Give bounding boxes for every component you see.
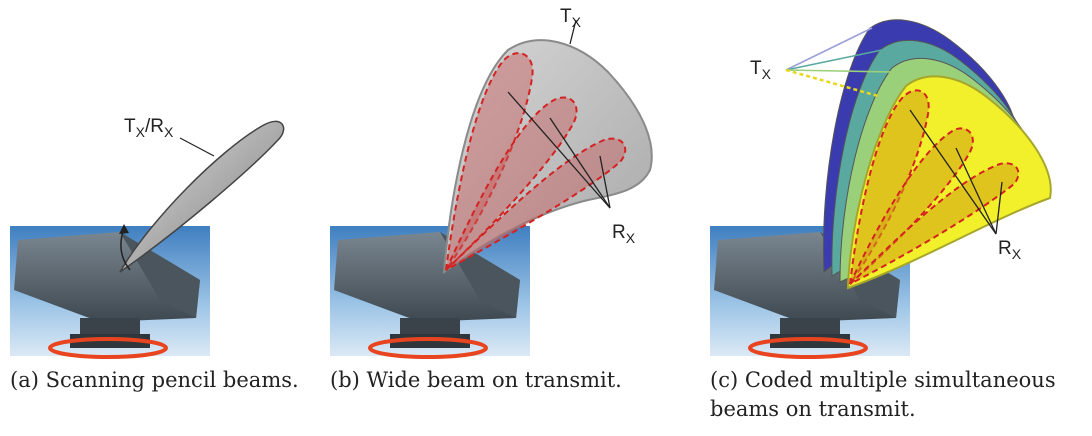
pencil-beam	[119, 120, 285, 273]
panel-b-illustration	[330, 19, 653, 359]
panel-c-coded-multiple-beams: TX RX (c) Coded multiple simultaneous be…	[700, 0, 1092, 436]
panel-b-wide-beam-transmit: TX RX (b) Wide beam on transmit.	[318, 0, 698, 436]
tx-rx-label: TX/RX	[124, 116, 174, 140]
panel-c-illustration	[710, 19, 1052, 359]
receive-beams	[445, 52, 627, 271]
caption-c: (c) Coded multiple simultaneous beams on…	[710, 368, 1056, 421]
rotation-ring	[748, 337, 868, 359]
rx-label: RX	[998, 238, 1022, 262]
rotation-ring	[368, 337, 488, 359]
wide-transmit-beam	[442, 39, 653, 275]
tx-label: TX	[750, 58, 771, 82]
panel-a-scanning-pencil-beams: TX/RX (a) Scanning pencil beams.	[0, 0, 340, 436]
receive-beams	[849, 89, 1020, 285]
tx-label: TX	[560, 6, 581, 30]
rx-label: RX	[612, 222, 636, 246]
panel-a-illustration	[10, 120, 285, 359]
caption-b: (b) Wide beam on transmit.	[330, 368, 622, 392]
caption-a: (a) Scanning pencil beams.	[10, 368, 299, 392]
rotation-ring	[48, 337, 168, 359]
